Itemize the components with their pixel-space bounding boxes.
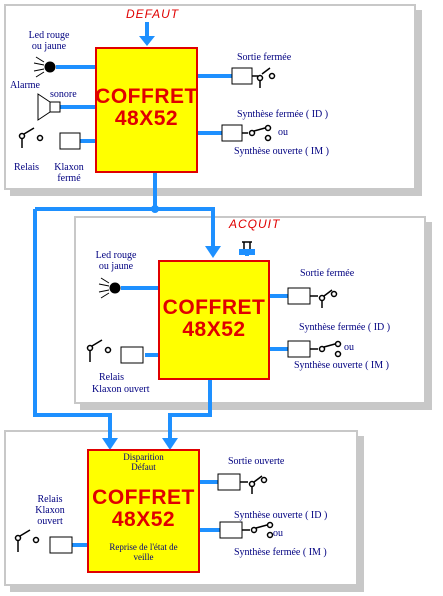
out1-label-1: Sortie fermée	[237, 52, 292, 63]
led-label-1: Led rouge ou jaune	[22, 30, 76, 52]
out2-label-1: Synthèse fermée ( ID )	[237, 109, 329, 120]
out1-switch-icon-2	[310, 289, 338, 308]
klaxon-label-line2: ouvert	[37, 516, 63, 527]
relais-switch-icon-3	[14, 529, 40, 552]
coffret-line2: 48X52	[182, 318, 246, 341]
box3-bottom-label: Reprise de l'état de veille	[87, 542, 200, 562]
relais-coil-icon-3	[49, 536, 73, 554]
box3-top-line2: Défaut	[131, 462, 156, 472]
out1-coil-icon-2	[287, 287, 311, 305]
relais-label-3: Relais	[37, 494, 63, 505]
box3-top-line1: Disparition	[123, 452, 164, 462]
junction-dot-icon	[151, 205, 159, 213]
link-2-3-wire	[168, 380, 212, 442]
out2-label-3: Synthèse ouverte ( ID )	[234, 510, 328, 521]
out2-switch-icon-2	[310, 340, 342, 358]
led-label-2: Led rouge ou jaune	[88, 250, 144, 272]
acquit-pushbutton-icon	[239, 241, 255, 255]
panel-defaut	[4, 4, 416, 190]
coffret-box-3	[87, 449, 200, 573]
klaxon-label-1: Klaxon fermé	[48, 162, 90, 184]
out1-label-3: Sortie ouverte	[228, 456, 285, 467]
bus-wire-top	[35, 207, 215, 250]
box3-bottom-line1: Reprise de l'état de	[109, 542, 178, 552]
alarme-label: Alarme	[10, 80, 40, 91]
ou-label-2: ou	[344, 342, 354, 353]
coffret-line1: COFFRET	[95, 85, 198, 108]
out1-label-2: Sortie fermée	[300, 268, 355, 279]
out1-coil-icon-1	[231, 67, 253, 85]
klaxon-label-line1: Klaxon	[54, 162, 84, 173]
out2-label-2: Synthèse fermée ( ID )	[299, 322, 391, 333]
klaxon-label-line2: fermé	[57, 173, 81, 184]
out2-coil-icon-3	[219, 521, 243, 539]
relais-label-2: Relais	[99, 372, 124, 383]
led-icon-1	[33, 56, 56, 78]
ou-label-1: ou	[278, 127, 288, 138]
out1-switch-icon-1	[252, 67, 276, 88]
coffret-line2: 48X52	[111, 508, 176, 531]
out1-switch-icon-3	[240, 475, 268, 494]
coffret-title-3: COFFRET 48X52	[87, 487, 200, 531]
out2-switch-icon-1	[242, 124, 272, 142]
relais-klaxon-label-3: Relais Klaxon ouvert	[20, 494, 80, 527]
arrow-into-box2-icon	[205, 246, 221, 258]
led-label-line1: Led rouge	[95, 250, 137, 261]
arrow-into-box3-right-icon	[162, 438, 178, 450]
out3-label-1: Synthèse ouverte ( IM )	[234, 146, 329, 157]
arrow-into-box3-left-icon	[102, 438, 118, 450]
out2-switch-icon-3	[242, 521, 274, 539]
defaut-arrow-icon	[139, 36, 155, 46]
led-label-line2: ou jaune	[98, 261, 134, 272]
acquit-label: ACQUIT	[229, 217, 281, 231]
sonore-label: sonore	[50, 89, 77, 100]
coffret-title-2: COFFRET 48X52	[158, 297, 270, 341]
coffret-line1: COFFRET	[162, 296, 266, 319]
out2-coil-icon-2	[287, 340, 311, 358]
defaut-label: DEFAUT	[126, 7, 180, 21]
relais-switch-icon-1	[18, 127, 44, 148]
coffret-title-1: COFFRET 48X52	[95, 86, 198, 130]
coffret-box-2	[158, 260, 270, 380]
coffret-line1: COFFRET	[92, 486, 195, 509]
coffret-box-1	[95, 47, 198, 173]
out3-label-3: Synthèse fermée ( IM )	[234, 547, 327, 558]
klaxon-label-line1: Klaxon	[35, 505, 65, 516]
led-label-line1: Led rouge	[28, 30, 70, 41]
box3-top-label: Disparition Défaut	[87, 452, 200, 472]
box3-bottom-line2: veille	[133, 552, 154, 562]
coffret-line2: 48X52	[114, 107, 179, 130]
out2-coil-icon-1	[221, 124, 243, 142]
relais-coil-icon-2	[120, 346, 144, 364]
out3-label-2: Synthèse ouverte ( IM )	[294, 360, 389, 371]
relais-coil-icon-1	[59, 132, 81, 150]
relais-label-1: Relais	[14, 162, 39, 173]
led-icon-2	[98, 277, 121, 299]
bus-wire-left	[33, 209, 112, 442]
led-label-line2: ou jaune	[31, 41, 67, 52]
siren-icon	[37, 93, 61, 121]
klaxon-label-2: Klaxon ouvert	[92, 384, 150, 395]
out1-coil-icon-3	[217, 473, 241, 491]
ou-label-3: ou	[273, 528, 283, 539]
relais-switch-icon-2	[86, 339, 112, 362]
